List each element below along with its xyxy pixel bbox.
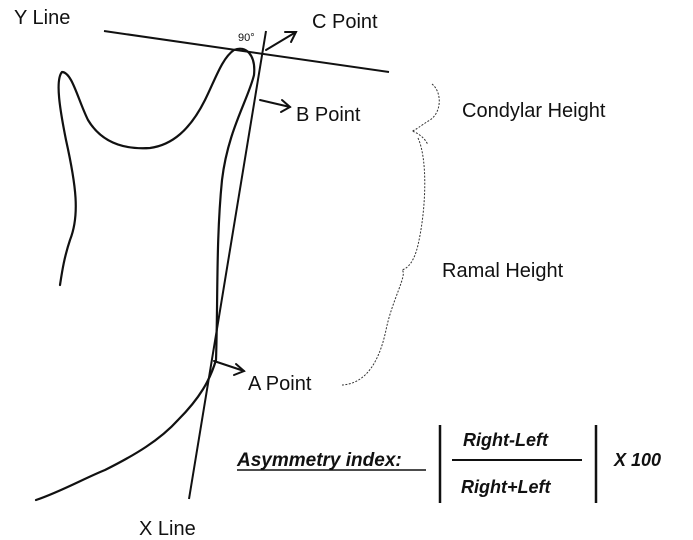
b-point-arrow [259,99,292,113]
a-point-label: A Point [248,373,312,395]
formula-denominator: Right+Left [461,477,551,497]
a-point-arrow [213,360,246,376]
right-angle-label: 90° [238,32,255,44]
x-line-label: X Line [139,518,196,540]
ramal-height-brace [341,137,426,386]
x-line [188,30,267,500]
b-point-label: B Point [296,104,361,126]
mandible-outline [34,47,256,502]
condylar-height-label: Condylar Height [462,100,606,122]
condylar-height-brace [410,83,440,146]
c-point-label: C Point [312,11,378,33]
y-line-label: Y Line [14,7,70,29]
formula-multiplier: X 100 [613,450,661,470]
asymmetry-index-title: Asymmetry index: [236,450,402,471]
y-line [103,30,390,73]
ramal-height-label: Ramal Height [442,260,564,282]
formula-numerator: Right-Left [463,430,549,450]
c-point-arrow [265,31,298,51]
